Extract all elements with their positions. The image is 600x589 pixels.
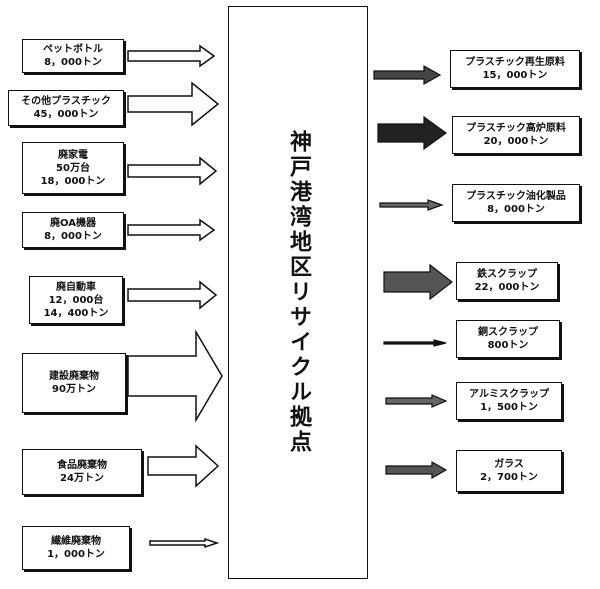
output-box-plastic-blast-furnace: プラスチック高炉原料 20，000トン <box>452 116 580 154</box>
output-label: 鉄スクラップ <box>477 269 537 280</box>
input-box-construction-waste: 建設廃棄物 90万トン <box>22 353 126 413</box>
output-arrow-copper-scrap <box>383 339 447 347</box>
input-label: 建設廃棄物 <box>49 371 99 382</box>
output-box-plastic-recycled: プラスチック再生原料 15，000トン <box>450 50 580 88</box>
output-box-iron-scrap: 鉄スクラップ 22，000トン <box>456 262 558 300</box>
output-arrow-plastic-recycled <box>373 64 442 86</box>
output-label: アルミスクラップ <box>469 389 549 400</box>
output-label: プラスチック高炉原料 <box>466 123 566 134</box>
input-label: その他プラスチック <box>21 96 111 107</box>
input-amount: 1，000トン <box>47 549 105 560</box>
input-box-textile-waste: 繊維廃棄物 1，000トン <box>22 526 130 570</box>
input-box-petbottle: ペットボトル 8，000トン <box>22 39 124 73</box>
output-amount: 20，000トン <box>483 136 549 147</box>
input-box-home-appliances: 廃家電 50万台 18，000トン <box>22 142 124 194</box>
input-amount: 8，000トン <box>44 57 102 68</box>
input-arrow-petbottle <box>127 44 216 68</box>
input-box-oa-equipment: 廃OA機器 8，000トン <box>22 212 124 248</box>
input-amount: 45，000トン <box>33 109 99 120</box>
input-arrow-construction-waste <box>127 329 223 423</box>
input-amount: 24万トン <box>60 473 104 484</box>
input-arrow-home-appliances <box>127 156 218 186</box>
output-box-glass: ガラス 2，700トン <box>456 450 562 492</box>
output-label: 銅スクラップ <box>478 327 538 338</box>
output-box-aluminum-scrap: アルミスクラップ 1，500トン <box>456 382 562 420</box>
input-amount: 90万トン <box>52 384 96 395</box>
input-amount: 14，400トン <box>43 307 109 319</box>
output-amount: 1，500トン <box>480 402 538 413</box>
input-arrow-other-plastic <box>127 81 220 127</box>
input-label: 廃自動車 <box>56 281 96 293</box>
input-arrow-automobile <box>127 280 218 310</box>
output-amount: 800トン <box>487 340 529 351</box>
output-label: ガラス <box>494 459 524 470</box>
input-amount: 8，000トン <box>44 231 102 242</box>
input-arrow-textile-waste <box>149 537 220 549</box>
input-arrows <box>127 44 223 549</box>
output-arrow-plastic-oil <box>379 199 444 211</box>
hub-title: 神戸港湾地区リサイクル拠点 <box>286 130 311 455</box>
input-label: ペットボトル <box>43 44 103 55</box>
input-label: 廃家電 <box>58 149 88 161</box>
output-amount: 2，700トン <box>480 472 538 483</box>
input-box-food-waste: 食品廃棄物 24万トン <box>22 449 142 495</box>
output-label: プラスチック油化製品 <box>466 191 566 202</box>
output-amount: 15，000トン <box>482 70 548 81</box>
input-amount: 18，000トン <box>40 175 106 187</box>
output-arrow-iron-scrap <box>383 263 453 301</box>
input-label: 繊維廃棄物 <box>51 536 101 547</box>
input-label: 廃OA機器 <box>50 218 96 229</box>
input-box-automobile: 廃自動車 12，000台 14，400トン <box>29 276 123 324</box>
output-arrow-aluminum-scrap <box>385 394 448 408</box>
output-amount: 8，000トン <box>487 204 545 215</box>
input-arrow-oa-equipment <box>127 218 216 242</box>
input-label: 食品廃棄物 <box>57 460 107 471</box>
output-arrows <box>373 64 453 480</box>
input-count: 12，000台 <box>48 294 104 306</box>
input-box-other-plastic: その他プラスチック 45，000トン <box>8 90 124 126</box>
output-arrow-glass <box>385 460 448 480</box>
output-box-copper-scrap: 銅スクラップ 800トン <box>456 320 560 358</box>
output-label: プラスチック再生原料 <box>465 57 565 68</box>
recycling-hub-box: 神戸港湾地区リサイクル拠点 <box>228 6 368 579</box>
input-count: 50万台 <box>56 162 90 174</box>
output-arrow-plastic-blast-furnace <box>377 115 448 151</box>
output-box-plastic-oil: プラスチック油化製品 8，000トン <box>452 184 580 222</box>
output-amount: 22，000トン <box>474 282 540 293</box>
input-arrow-food-waste <box>147 444 220 488</box>
